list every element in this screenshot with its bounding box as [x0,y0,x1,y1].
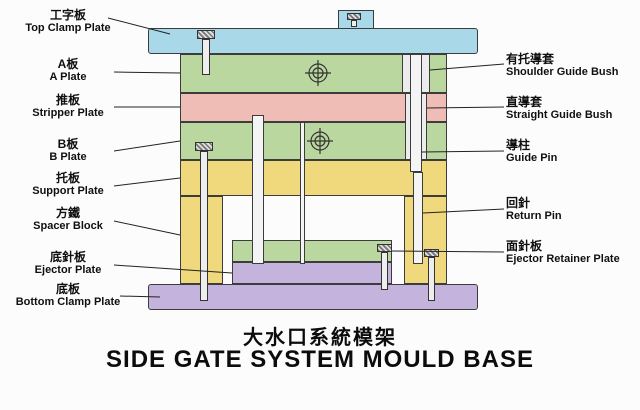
label-spacer-block-en: Spacer Block [33,220,103,232]
label-return-pin: 回針 Return Pin [506,196,638,223]
label-ejector-plate: 底針板 Ejector Plate [2,250,134,277]
label-support-plate-en: Support Plate [32,185,104,197]
center-return-pin [252,115,264,264]
label-stripper-plate-en: Stripper Plate [32,107,104,119]
label-top-clamp-plate: 工字板 Top Clamp Plate [2,8,134,35]
label-shoulder-guide-bush-en: Shoulder Guide Bush [506,66,619,78]
locating-tab-screw-shaft [351,20,357,27]
label-ejector-retainer-plate-en: Ejector Retainer Plate [506,253,620,265]
label-support-plate-zh: 托板 [55,171,80,185]
long-screw-left-head [195,142,213,151]
label-bottom-clamp-plate: 底板 Bottom Clamp Plate [2,282,134,309]
ejector-screw-head [377,244,392,252]
bottom-right-screw-shaft [428,257,435,301]
label-a-plate: A板 A Plate [2,57,134,84]
label-ejector-retainer-plate: 面針板 Ejector Retainer Plate [506,239,638,266]
label-support-plate: 托板 Support Plate [2,171,134,198]
return-pin [413,172,423,264]
label-straight-guide-bush-zh: 直導套 [506,95,543,109]
label-ejector-plate-zh: 底針板 [49,250,86,264]
label-top-clamp-plate-zh: 工字板 [49,8,86,22]
label-straight-guide-bush: 直導套 Straight Guide Bush [506,95,638,122]
bottom-right-screw-head [424,249,439,257]
label-a-plate-en: A Plate [49,71,87,83]
ejector-pin [300,122,305,264]
label-bottom-clamp-plate-zh: 底板 [55,282,80,296]
label-b-plate-en: B Plate [49,151,87,163]
locating-tab-screw-head [347,13,361,20]
label-top-clamp-plate-en: Top Clamp Plate [25,22,111,34]
spacer-block-right [404,196,447,284]
label-bottom-clamp-plate-en: Bottom Clamp Plate [15,296,121,308]
label-shoulder-guide-bush: 有托導套 Shoulder Guide Bush [506,52,638,79]
label-ejector-plate-en: Ejector Plate [34,264,102,276]
label-a-plate-zh: A板 [57,57,79,71]
label-spacer-block-zh: 方鐵 [55,206,80,220]
label-b-plate: B板 B Plate [2,137,134,164]
label-guide-pin-zh: 導柱 [506,138,531,152]
label-guide-pin: 導柱 Guide Pin [506,138,638,165]
ejector-screw-shaft [381,252,388,290]
label-ejector-retainer-plate-zh: 面針板 [506,239,543,253]
label-return-pin-en: Return Pin [506,210,562,222]
label-b-plate-zh: B板 [57,137,79,151]
guide-pin [410,54,422,172]
ejector-plate [232,262,392,284]
stripper-plate [180,93,447,122]
long-screw-left-shaft [200,151,208,301]
label-stripper-plate: 推板 Stripper Plate [2,93,134,120]
diagram-title-chinese: 大水口系統模架 [243,327,397,349]
cap-screw-top-left-shaft [202,39,210,75]
label-return-pin-zh: 回針 [506,196,531,210]
label-straight-guide-bush-en: Straight Guide Bush [506,109,613,121]
label-shoulder-guide-bush-zh: 有托導套 [506,52,555,66]
cap-screw-top-left-head [197,30,215,39]
label-guide-pin-en: Guide Pin [506,152,558,164]
support-plate [180,160,447,196]
diagram-title-english: SIDE GATE SYSTEM MOULD BASE [106,346,534,373]
label-spacer-block: 方鐵 Spacer Block [2,206,134,233]
label-stripper-plate-zh: 推板 [55,93,80,107]
